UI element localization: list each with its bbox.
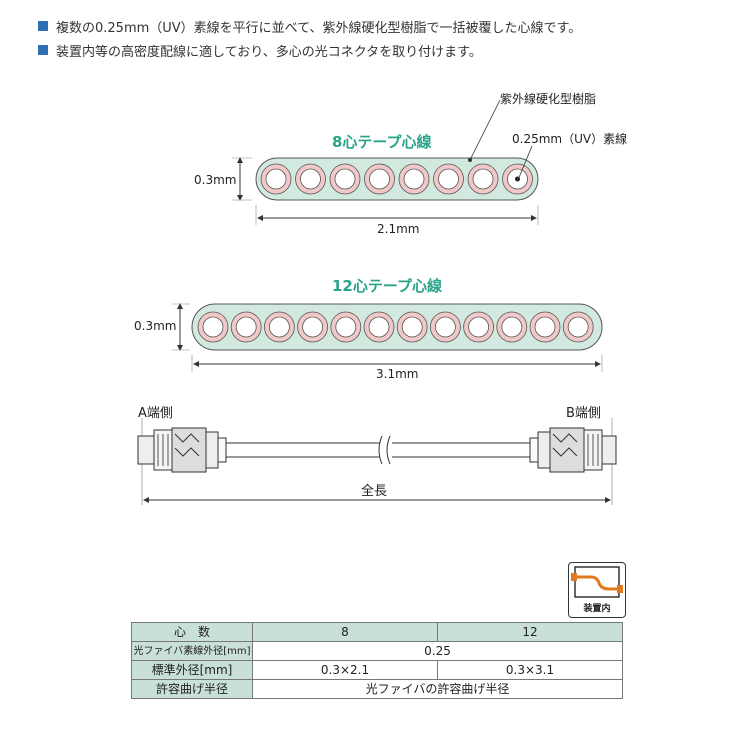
indoor-badge: 装置内 [568, 562, 626, 618]
table-row: 光ファイバ素線外径[mm] 0.25 [131, 641, 623, 661]
fiber-core [300, 168, 321, 190]
tape-8-title: 8心テープ心線 [332, 133, 432, 151]
fiber-core [401, 316, 423, 338]
header-label: 心 数 [131, 622, 253, 642]
bullet-item: 装置内等の高密度配線に適しており、多心の光コネクタを取り付けます。 [38, 38, 581, 62]
fiber-core [202, 316, 224, 338]
fiber-core [334, 168, 356, 190]
resin-label: 紫外線硬化型樹脂 [500, 92, 597, 106]
fiber-core [468, 316, 490, 338]
tape-8-width: 2.1mm [377, 222, 420, 236]
header-col-12: 12 [437, 622, 623, 642]
tape-12-title: 12心テープ心線 [332, 277, 442, 295]
row-value: 0.25 [252, 641, 623, 661]
tape-8-drawing [232, 99, 539, 225]
fiber-core [472, 168, 494, 190]
table-row: 許容曲げ半径 光ファイバの許容曲げ半径 [131, 679, 623, 699]
tape-12-thickness: 0.3mm [134, 319, 177, 333]
row-value-8: 0.3×2.1 [252, 660, 438, 680]
fiber-core [302, 316, 324, 338]
bullet-square-icon [38, 45, 48, 55]
fiber-label: 0.25mm（UV）素線 [512, 132, 628, 146]
fiber-core [434, 316, 456, 338]
bullet-item: 複数の0.25mm（UV）素線を平行に並べて、紫外線硬化型樹脂で一括被覆した心線… [38, 14, 581, 38]
bullet-text: 複数の0.25mm（UV）素線を平行に並べて、紫外線硬化型樹脂で一括被覆した心線… [56, 20, 582, 36]
fiber-core [235, 316, 257, 338]
table-header-row: 心 数 8 12 [131, 622, 623, 642]
device-indoor-icon [571, 566, 623, 598]
fiber-core [403, 168, 425, 190]
row-label: 標準外径[mm] [131, 660, 253, 680]
fiber-core [438, 168, 459, 190]
length-label: 全長 [361, 484, 388, 499]
fiber-core [268, 316, 290, 338]
fiber-core [369, 168, 390, 190]
bullet-list: 複数の0.25mm（UV）素線を平行に並べて、紫外線硬化型樹脂で一括被覆した心線… [38, 14, 581, 62]
fiber-core [368, 316, 390, 338]
fiber-core [335, 316, 357, 338]
cable-assembly-drawing [137, 418, 617, 505]
fiber-core [501, 316, 523, 338]
fiber-core [265, 168, 287, 190]
tape-12-width: 3.1mm [376, 367, 419, 381]
row-label: 光ファイバ素線外径[mm] [131, 641, 253, 661]
end-a-label: A端側 [138, 406, 173, 421]
table-row: 標準外径[mm] 0.3×2.1 0.3×3.1 [131, 660, 623, 680]
tape-12-drawing [172, 303, 603, 372]
bullet-text: 装置内等の高密度配線に適しており、多心の光コネクタを取り付けます。 [56, 44, 482, 60]
row-value-12: 0.3×3.1 [437, 660, 623, 680]
header-col-8: 8 [252, 622, 438, 642]
row-label: 許容曲げ半径 [131, 679, 253, 699]
fiber-core [534, 316, 556, 338]
tape-8-thickness: 0.3mm [194, 173, 237, 187]
row-value: 光ファイバの許容曲げ半径 [252, 679, 623, 699]
fiber-core [567, 316, 589, 338]
spec-table: 心 数 8 12 光ファイバ素線外径[mm] 0.25 標準外径[mm] 0.3… [131, 622, 623, 699]
bullet-square-icon [38, 21, 48, 31]
end-b-label: B端側 [566, 406, 601, 421]
badge-label: 装置内 [583, 604, 611, 614]
